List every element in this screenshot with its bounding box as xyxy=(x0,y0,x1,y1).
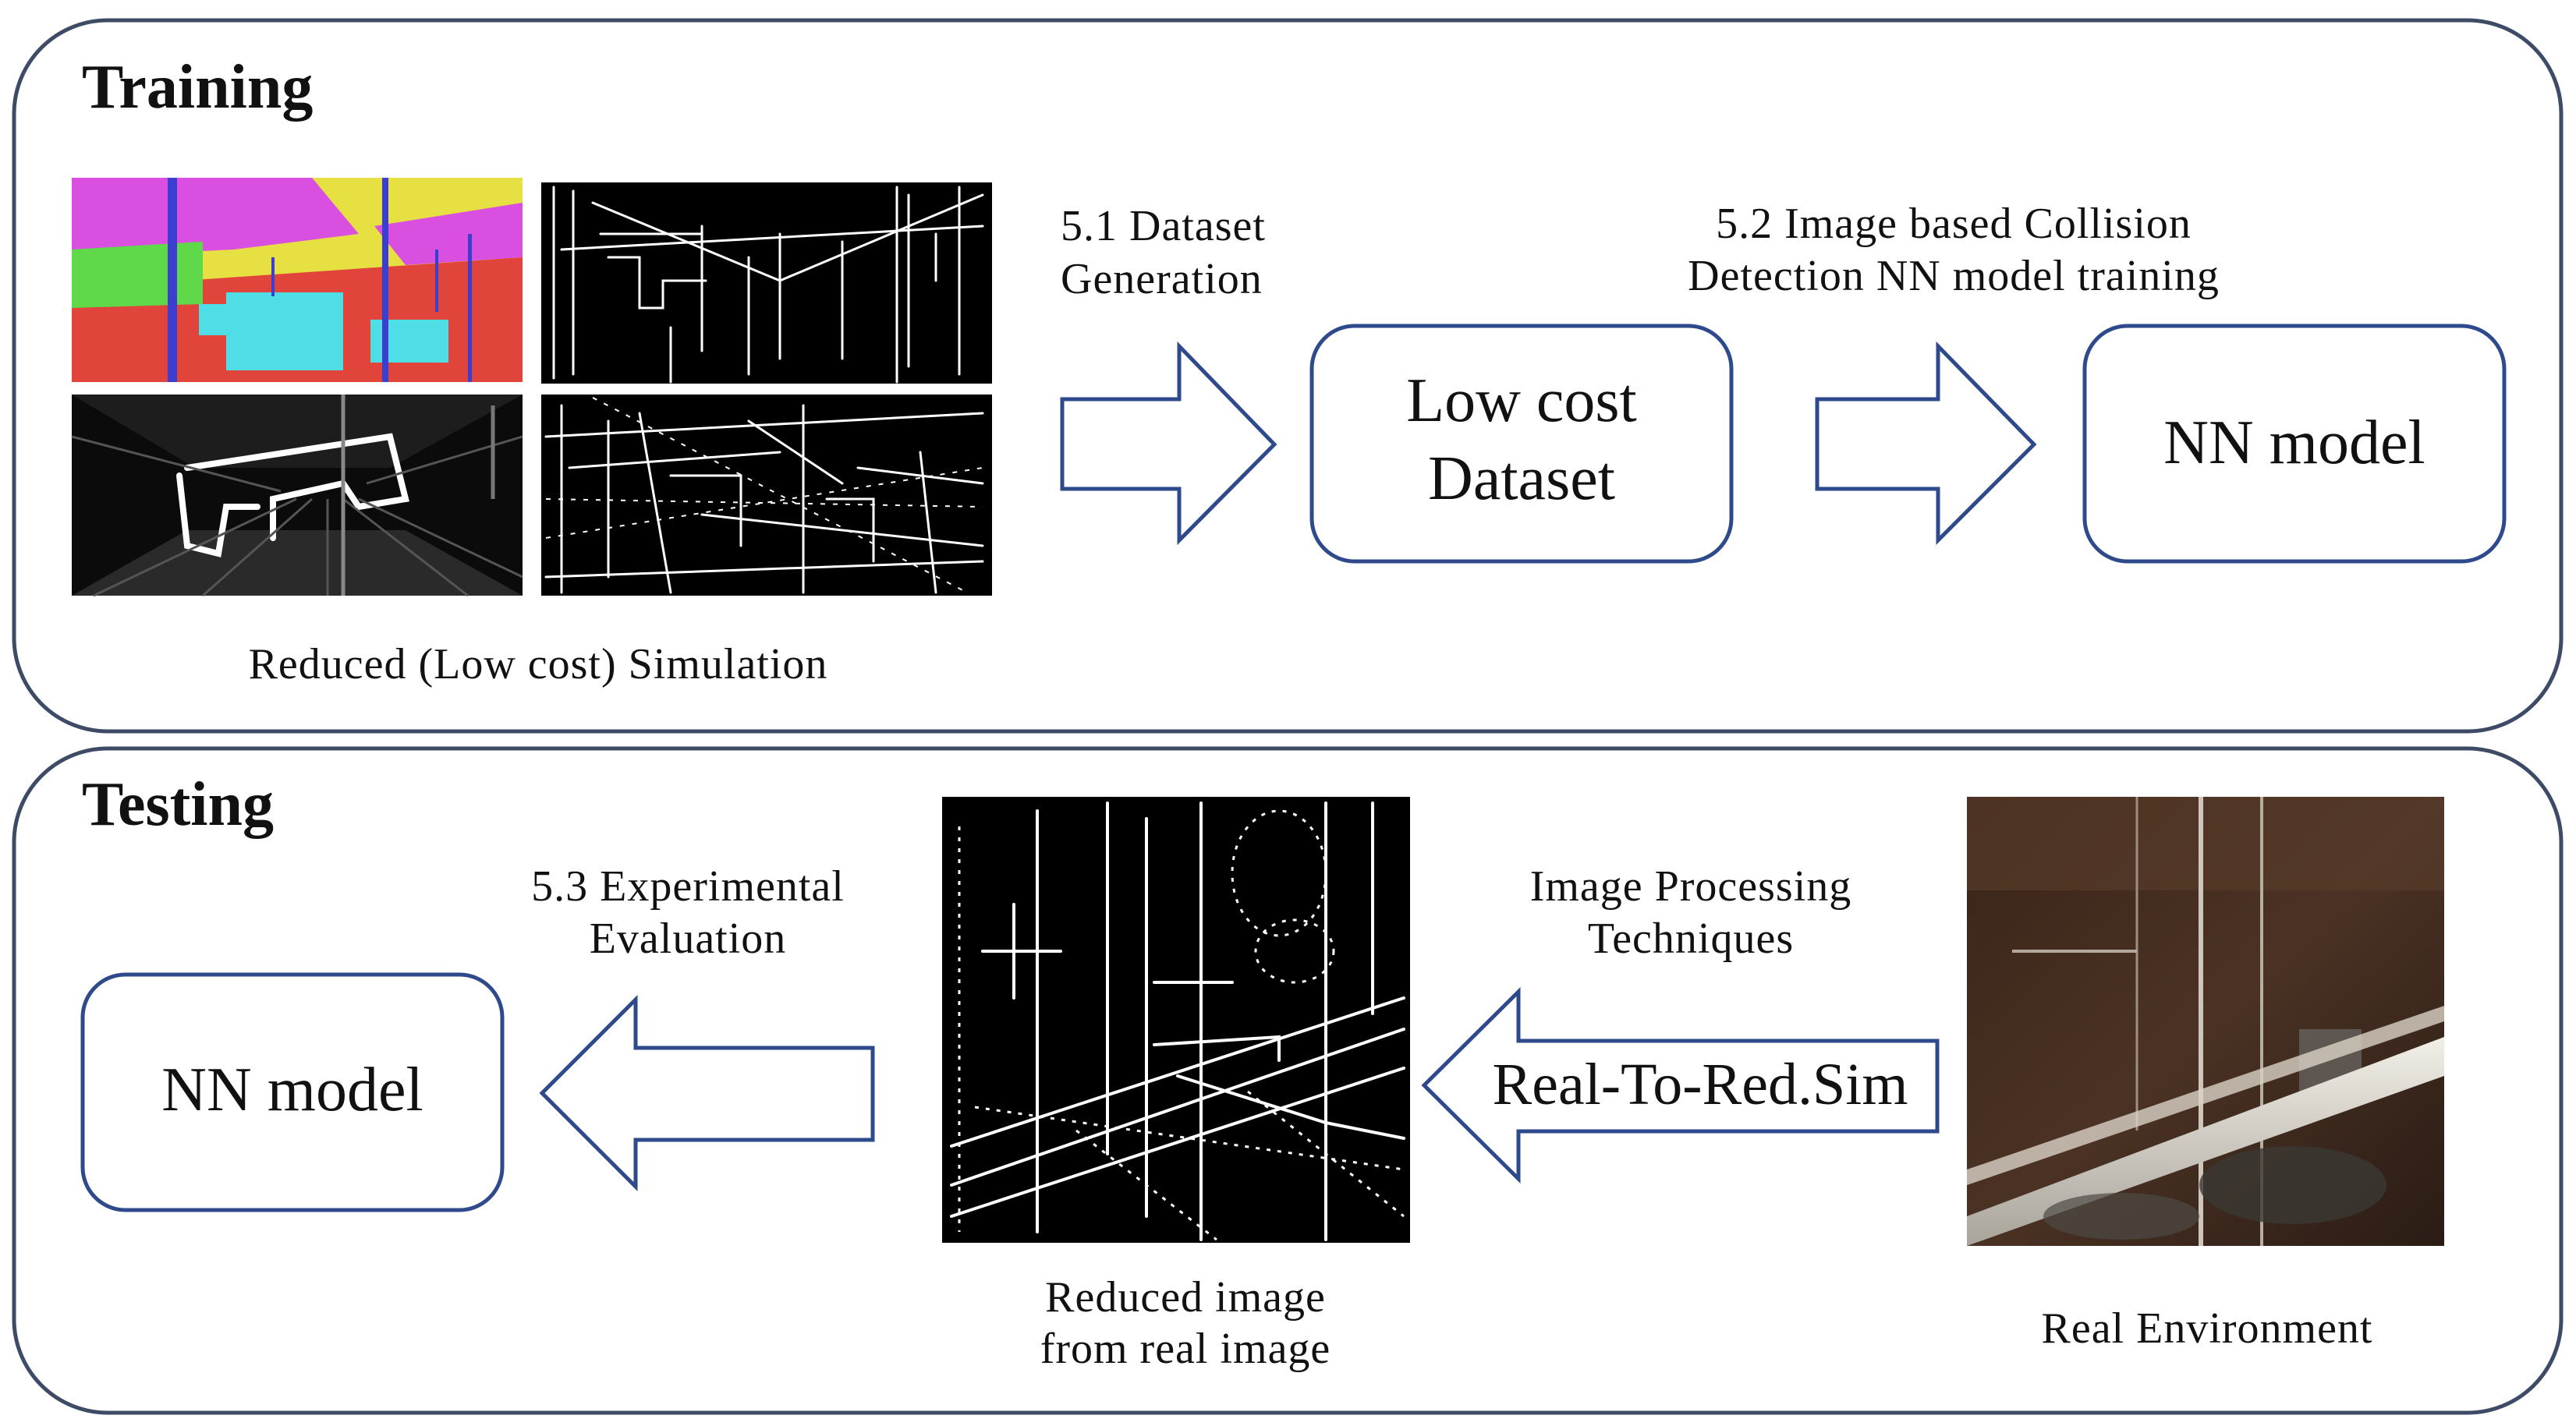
testing-title: Testing xyxy=(82,770,274,839)
reduced-caption-line1: Reduced image xyxy=(1045,1273,1326,1322)
real-environment-photo xyxy=(1967,797,2444,1246)
right-arrow-icon xyxy=(1060,341,1277,546)
right-arrow-icon xyxy=(1815,341,2037,546)
training-title: Training xyxy=(82,53,313,122)
nn-model-box-testing xyxy=(80,972,505,1212)
image-processing-label-line2: Techniques xyxy=(1588,915,1794,963)
step-5-1-label-line1: 5.1 Dataset xyxy=(1061,202,1266,250)
real-to-red-sim-label: Real-To-Red.Sim xyxy=(1493,1052,1908,1117)
segmentation-image xyxy=(72,178,523,382)
edge-image-bottom xyxy=(541,395,992,596)
left-arrow-icon xyxy=(1421,986,1940,1184)
step-5-1-label-line2: Generation xyxy=(1061,255,1263,303)
image-processing-label-line1: Image Processing xyxy=(1530,862,1852,911)
nn-model-label-training: NN model xyxy=(2163,409,2425,477)
nn-model-box-training xyxy=(2082,324,2507,564)
real-environment-caption: Real Environment xyxy=(2041,1304,2372,1353)
step-5-2-label-line2: Detection NN model training xyxy=(1688,252,2220,300)
dataset-box-line1: Low cost xyxy=(1406,366,1637,435)
left-arrow-icon xyxy=(539,994,875,1192)
reduced-image xyxy=(942,797,1410,1243)
step-5-2-label-line1: 5.2 Image based Collision xyxy=(1716,200,2192,248)
step-5-3-label-line2: Evaluation xyxy=(590,915,787,963)
nn-model-label-testing: NN model xyxy=(161,1056,423,1124)
simulation-caption: Reduced (Low cost) Simulation xyxy=(249,640,828,688)
edge-image-top xyxy=(541,182,992,384)
reduced-caption-line2: from real image xyxy=(1040,1325,1331,1373)
dataset-box-line2: Dataset xyxy=(1428,444,1615,513)
low-cost-dataset-box xyxy=(1309,324,1734,564)
step-5-3-label-line1: 5.3 Experimental xyxy=(531,862,845,911)
depth-image xyxy=(71,395,523,597)
